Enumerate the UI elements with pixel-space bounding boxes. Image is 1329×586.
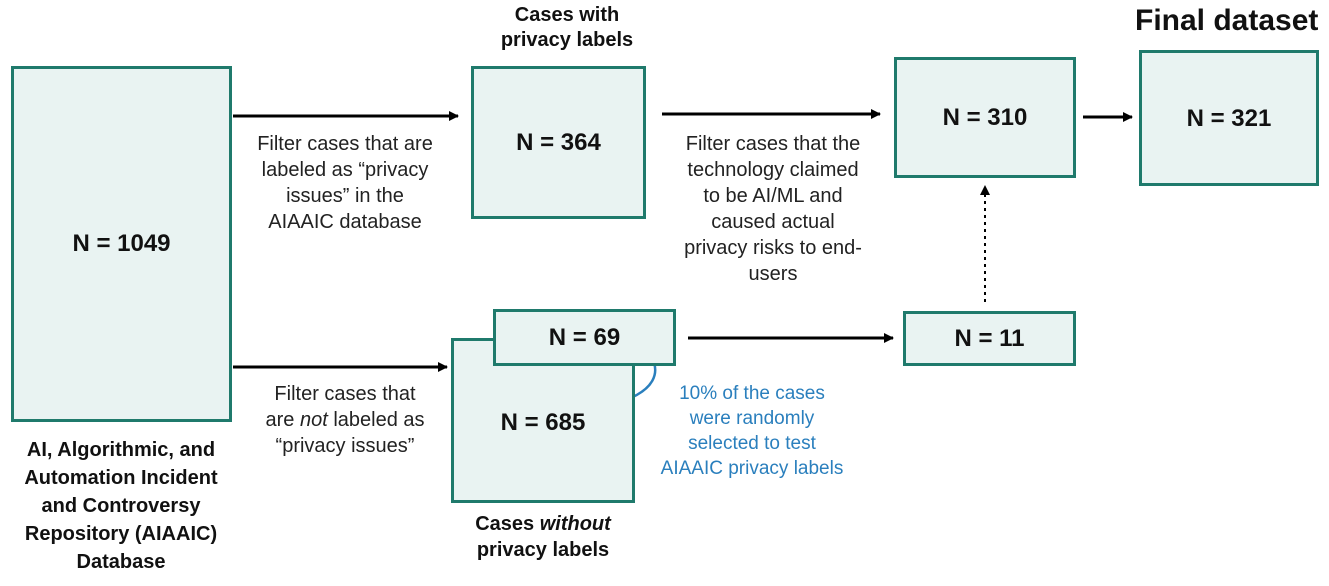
database-caption: AI, Algorithmic, and Automation Incident… xyxy=(24,439,218,573)
sample-note: 10% of the cases were randomly selected … xyxy=(660,383,844,479)
n310-box: N = 310 xyxy=(894,57,1076,178)
n11-box: N = 11 xyxy=(903,311,1076,366)
final-dataset-count: N = 321 xyxy=(1186,105,1272,132)
with-labels-count: N = 364 xyxy=(516,128,601,156)
final-dataset-title: Final dataset xyxy=(1135,4,1319,37)
sample-box: N = 69 xyxy=(493,309,676,366)
database-count: N = 1049 xyxy=(72,230,171,257)
without-labels-title: Cases without privacy labels xyxy=(475,513,611,561)
filter-ai-text: Filter cases that the technology claimed… xyxy=(684,133,862,285)
with-labels-title: Cases with privacy labels xyxy=(500,4,634,51)
sample-count: N = 69 xyxy=(548,323,621,351)
database-box: N = 1049 xyxy=(11,66,232,422)
filter-privacy-text: Filter cases that are labeled as “privac… xyxy=(257,133,433,233)
n11-count: N = 11 xyxy=(954,324,1025,352)
n310-count: N = 310 xyxy=(942,104,1028,131)
without-labels-count: N = 685 xyxy=(500,408,586,436)
final-dataset-box: N = 321 xyxy=(1139,50,1319,186)
with-labels-box: N = 364 xyxy=(471,66,646,219)
filter-not-privacy-text: Filter cases that are not labeled as “pr… xyxy=(265,383,425,457)
